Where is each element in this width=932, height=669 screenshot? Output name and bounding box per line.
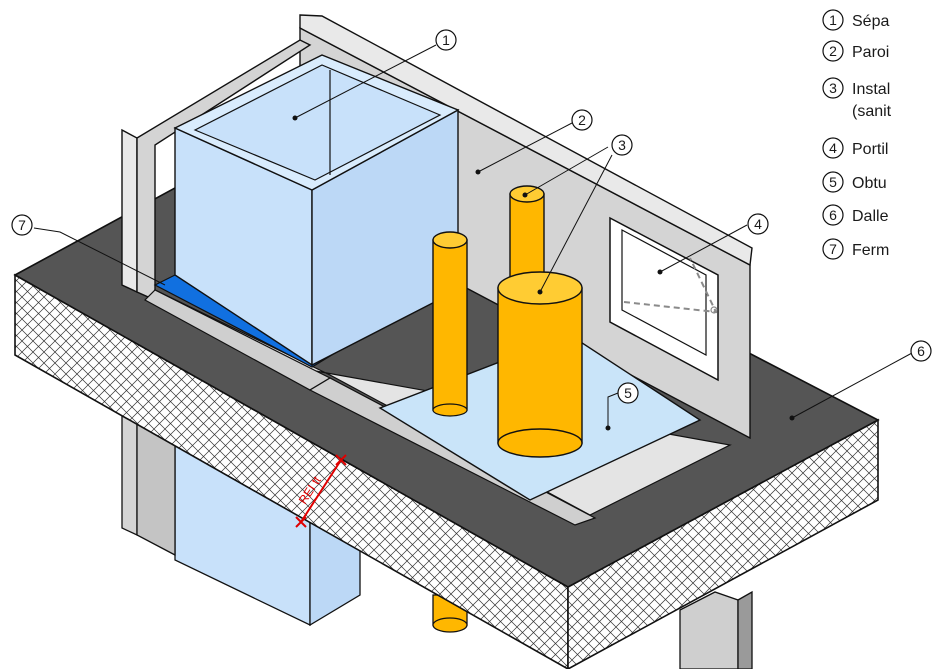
pipe-large-top <box>497 271 583 305</box>
dot-5 <box>605 425 611 431</box>
callout-6: 6 <box>917 343 925 359</box>
legend-text-1: Sépa <box>852 13 889 30</box>
legend-text-3-line2: (sanit <box>852 103 892 120</box>
leader-lines <box>33 44 913 428</box>
legend-num-6: 6 <box>829 207 837 223</box>
callout-circle-6 <box>910 340 932 362</box>
callouts: 1 2 3 4 5 6 7 <box>11 29 932 404</box>
door-hinge <box>710 306 718 314</box>
service-pipes <box>432 185 583 458</box>
rei-line <box>300 459 342 523</box>
callout-2: 2 <box>578 112 586 128</box>
legend-circle-3 <box>822 77 844 99</box>
leader-dots <box>292 115 795 431</box>
leader-4 <box>659 224 748 273</box>
legend-num-7: 7 <box>829 241 837 257</box>
pipe-large <box>497 287 583 444</box>
callout-circle-7 <box>11 214 33 236</box>
callout-3: 3 <box>618 137 626 153</box>
leader-3a <box>524 146 609 196</box>
pipe-thin-left <box>432 239 468 411</box>
legend-num-3: 3 <box>829 80 837 96</box>
leader-2 <box>477 122 573 173</box>
support-right-face <box>737 590 753 669</box>
opening-frame <box>621 228 707 357</box>
dot-4 <box>657 269 663 275</box>
legend-circle-6 <box>822 204 844 226</box>
pipe-large-base <box>497 428 583 458</box>
dot-6 <box>789 415 795 421</box>
legend-text-2: Paroi <box>852 44 889 61</box>
leader-1 <box>294 44 437 119</box>
legend-text-6: Dalle <box>852 208 889 225</box>
legend-text-4: Portil <box>852 141 888 158</box>
callout-1: 1 <box>442 32 450 48</box>
shaft-box <box>173 54 460 367</box>
callout-circle-1 <box>435 29 457 51</box>
callout-circle-5 <box>617 382 639 404</box>
legend-circle-5 <box>822 171 844 193</box>
dot-3a <box>522 192 528 198</box>
legend-circle-7 <box>822 238 844 260</box>
dot-1 <box>292 115 298 121</box>
leader-7 <box>33 227 166 286</box>
legend-num-2: 2 <box>829 43 837 59</box>
legend-text-5: Obtu <box>852 175 887 192</box>
rei-cross-bottom <box>295 516 307 528</box>
legend-text-7: Ferm <box>852 242 889 259</box>
legend-num-1: 1 <box>829 12 837 28</box>
wall-below-left <box>121 413 138 537</box>
legend-num-5: 5 <box>829 174 837 190</box>
pipe-thin-left-base <box>432 403 468 417</box>
leader-5 <box>607 392 619 428</box>
callout-circle-3 <box>611 134 633 156</box>
callout-circle-2 <box>571 109 593 131</box>
callout-4: 4 <box>754 216 762 232</box>
callout-circle-4 <box>747 213 769 235</box>
left-wall-front <box>121 128 138 294</box>
legend-text-3: Instal <box>852 81 890 98</box>
box-open-inside <box>193 64 442 181</box>
dot-3b <box>537 289 543 295</box>
left-wall-side <box>136 39 312 302</box>
legend: 1 Sépa 2 Paroi 3 Instal (sanit 4 Portil … <box>822 9 892 260</box>
lower-structure <box>121 413 753 669</box>
dot-2 <box>475 169 481 175</box>
callout-5: 5 <box>624 385 632 401</box>
callout-7: 7 <box>18 217 26 233</box>
leader-3b <box>539 154 613 293</box>
rei-cross-top <box>335 454 347 466</box>
pipe-below-end <box>432 617 468 633</box>
legend-circle-4 <box>822 137 844 159</box>
legend-circle-1 <box>822 9 844 31</box>
legend-circle-2 <box>822 40 844 62</box>
leader-6 <box>791 352 913 419</box>
pipe-thin-left-top <box>432 231 468 249</box>
legend-num-4: 4 <box>829 140 837 156</box>
wall-top-edge <box>299 14 753 267</box>
